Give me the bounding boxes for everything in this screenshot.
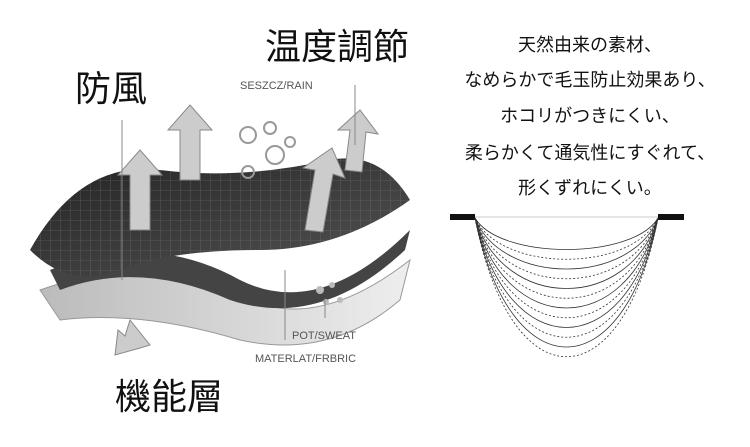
rain-label: SESZCZ/RAIN bbox=[240, 80, 313, 92]
fabric-label: MATERLAT/FRBRIC bbox=[255, 353, 357, 365]
stretch-curve bbox=[474, 217, 659, 309]
stretch-curve bbox=[474, 217, 659, 299]
stretch-curve bbox=[474, 217, 659, 319]
description-line: 柔らかくて通気性にすぐれて、 bbox=[464, 143, 716, 164]
stretch-curve bbox=[474, 217, 659, 250]
stretch-curve bbox=[474, 217, 659, 357]
sweat-label: POT/SWEAT bbox=[292, 330, 356, 342]
description-line: ホコリがつきにくい、 bbox=[500, 106, 680, 127]
elasticity-diagram bbox=[450, 214, 684, 357]
water-drop-icon bbox=[239, 121, 296, 179]
description-line: 形くずれにくい。 bbox=[518, 178, 662, 199]
description-line: なめらかで毛玉防止効果あり、 bbox=[464, 70, 716, 91]
functional-layer-label: 機能層 bbox=[115, 377, 224, 418]
stretch-curve bbox=[474, 217, 659, 338]
stretch-curve bbox=[474, 217, 659, 260]
description-line: 天然由来の素材、 bbox=[518, 35, 662, 56]
temperature-control-label: 温度調節 bbox=[265, 27, 410, 68]
stretch-curve bbox=[474, 217, 659, 270]
stretch-curve bbox=[474, 217, 659, 328]
sweat-dots bbox=[316, 282, 343, 305]
arrow-icon bbox=[114, 104, 380, 356]
stretch-curve bbox=[474, 217, 659, 289]
stretch-curve bbox=[474, 217, 659, 348]
windproof-label: 防風 bbox=[75, 69, 148, 110]
stretch-curve bbox=[474, 217, 659, 280]
